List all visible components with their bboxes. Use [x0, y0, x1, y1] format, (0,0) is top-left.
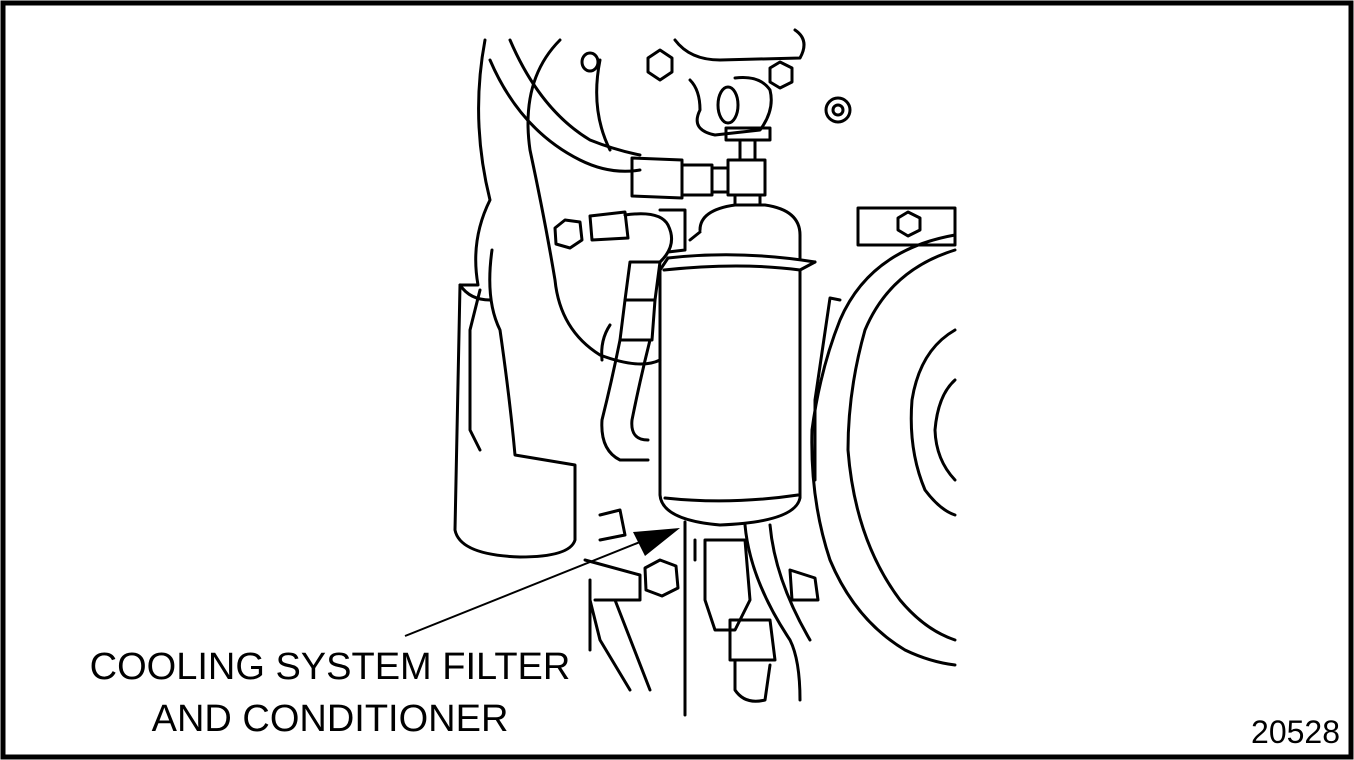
- callout-label-line-1: COOLING SYSTEM FILTER: [89, 646, 571, 688]
- figure-number: 20528: [1251, 714, 1340, 750]
- callout-leader-line: [404, 539, 646, 637]
- callout-arrowhead: [633, 528, 680, 556]
- engine-block: [453, 28, 957, 717]
- callout-label-line-2: AND CONDITIONER: [151, 698, 509, 740]
